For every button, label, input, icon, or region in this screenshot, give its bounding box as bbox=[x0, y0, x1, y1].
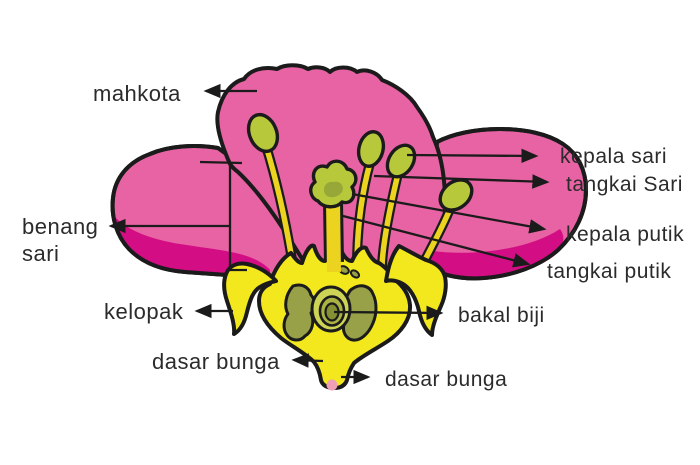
dasar-bunga-left-arrow bbox=[291, 353, 324, 368]
leader-lines bbox=[108, 83, 550, 385]
stamen-3-anther bbox=[385, 143, 417, 179]
pistil-stigma-shade bbox=[323, 181, 343, 198]
label-dasar-bunga-left: dasar bunga bbox=[152, 349, 280, 374]
stamen-1-anther bbox=[246, 112, 280, 154]
ovary-speck-2 bbox=[349, 269, 361, 279]
label-bakal-biji: bakal biji bbox=[458, 304, 545, 327]
kepala-sari-arrow bbox=[406, 148, 539, 164]
calyx-left-sepal bbox=[222, 261, 278, 336]
label-kelopak: kelopak bbox=[104, 299, 184, 324]
bakal-biji-arrow bbox=[333, 305, 444, 321]
label-benang-sari-line2: sari bbox=[22, 241, 59, 266]
label-benang-sari-line1: benang bbox=[22, 214, 98, 239]
receptacle-dot bbox=[326, 379, 338, 391]
label-tangkai-sari: tangkai Sari bbox=[566, 173, 683, 196]
ovary-left-lobe bbox=[282, 283, 316, 342]
label-kepala-putik: kepala putik bbox=[566, 223, 684, 246]
label-dasar-bunga-bottom: dasar bunga bbox=[385, 368, 507, 391]
label-tangkai-putik: tangkai putik bbox=[547, 260, 671, 283]
kepala-putik-arrow bbox=[351, 192, 547, 234]
stamen-2-anther bbox=[356, 130, 386, 168]
benang-sari-bracket-top-tick bbox=[199, 160, 243, 165]
stamens bbox=[246, 112, 474, 277]
label-kepala-sari: kepala sari bbox=[560, 145, 667, 168]
labels: mahkota benang sari kelopak dasar bunga … bbox=[22, 81, 684, 391]
anthers bbox=[246, 112, 474, 212]
tangkai-sari-arrow bbox=[373, 174, 550, 189]
label-mahkota: mahkota bbox=[93, 81, 181, 106]
pistil bbox=[309, 159, 358, 273]
stamen-4-anther bbox=[438, 178, 474, 212]
benang-sari-bracket bbox=[228, 163, 247, 272]
petal-left-underside bbox=[115, 218, 270, 278]
pistil-style bbox=[326, 199, 341, 273]
tangkai-putik-arrow bbox=[342, 214, 531, 268]
